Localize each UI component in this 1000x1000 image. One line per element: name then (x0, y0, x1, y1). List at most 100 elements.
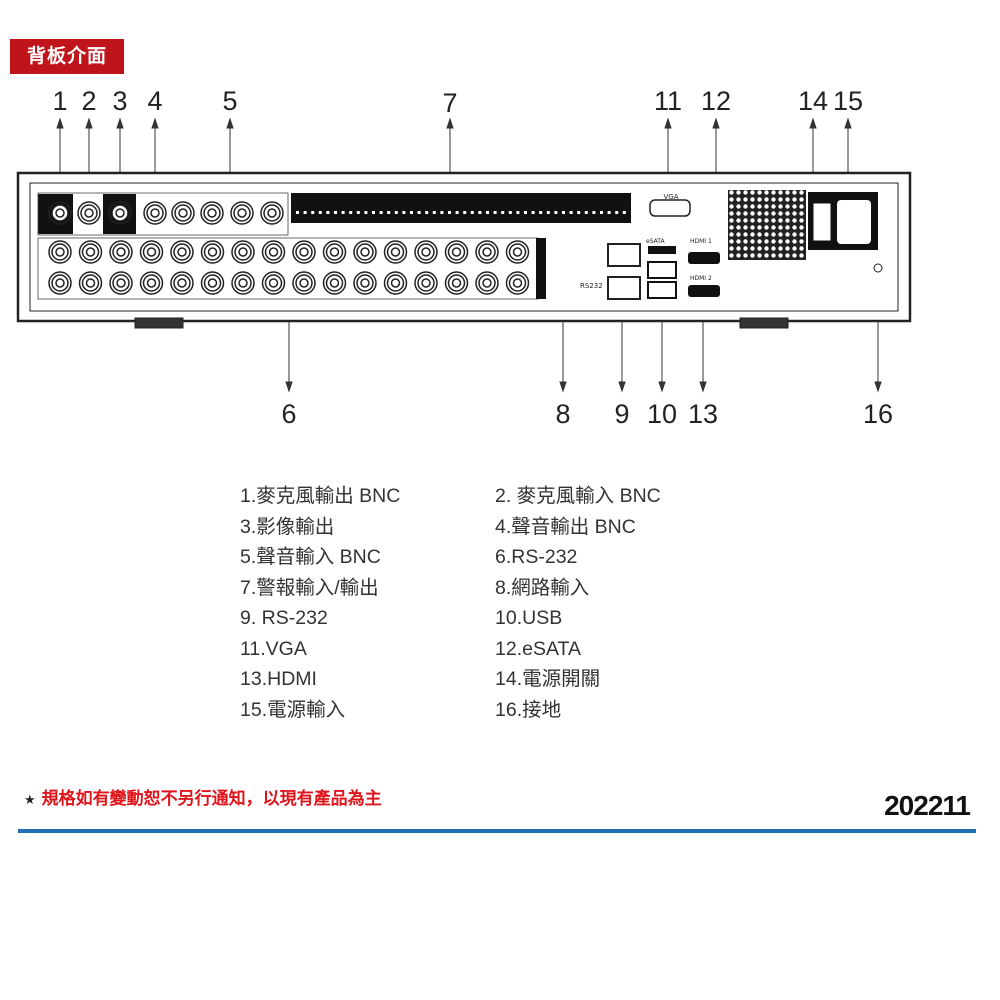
legend-item: 6.RS-232 (495, 546, 578, 568)
power-inlet (837, 200, 871, 244)
terminal-pin (432, 211, 436, 214)
bnc-connector (292, 240, 316, 264)
terminal-pin (508, 211, 512, 214)
bnc-connector (292, 271, 316, 295)
callout-7: 7 (442, 88, 457, 118)
rs232-label: RS232 (580, 282, 603, 290)
terminal-pin (318, 211, 322, 214)
terminal-pin (592, 211, 596, 214)
legend-item: 7.警報輸入/輸出 (240, 576, 379, 599)
arrow-icon (699, 381, 707, 393)
esata-label: eSATA (646, 238, 665, 245)
bnc-connector (109, 271, 133, 295)
terminal-pin (402, 211, 406, 214)
bnc-connector (48, 240, 72, 264)
terminal-pin (584, 211, 588, 214)
vga-label: VGA (663, 193, 678, 201)
hdmi2-label: HDMI 2 (690, 275, 712, 282)
terminal-pin (470, 211, 474, 214)
terminal-pin (501, 211, 505, 214)
legend-item: 1.麥克風輸出 BNC (240, 485, 401, 507)
bnc-connector (414, 240, 438, 264)
arrow-icon (85, 117, 93, 129)
callout-8: 8 (555, 399, 570, 429)
bnc-connector (77, 201, 101, 225)
divider (18, 829, 976, 833)
fan-grille (728, 190, 806, 260)
callout-6: 6 (281, 399, 296, 429)
arrow-icon (658, 381, 666, 393)
terminal-pin (410, 211, 413, 214)
legend-item: 2. 麥克風輸入 BNC (495, 485, 661, 507)
arrow-icon (446, 117, 454, 129)
vga-port (649, 199, 691, 217)
terminal-pin (349, 211, 353, 214)
bnc-connector (171, 201, 195, 225)
bnc-connector (505, 271, 530, 295)
usb-port-1 (647, 261, 677, 279)
power-switch (812, 202, 832, 242)
legend-item: 13.HDMI (240, 668, 317, 690)
terminal-pin (546, 211, 550, 214)
disclaimer-text: 規格如有變動恕不另行通知，以現有產品為主 (41, 789, 382, 809)
legend-item: 15.電源輸入 (240, 698, 346, 721)
terminal-pin (341, 211, 345, 214)
esata-port (648, 246, 676, 254)
terminal-pin (463, 211, 467, 214)
callout-2: 2 (81, 86, 96, 116)
callout-13: 13 (688, 399, 718, 429)
legend-item: 4.聲音輸出 BNC (495, 515, 636, 538)
legend-item: 14.電源開關 (495, 668, 601, 690)
arrow-icon (285, 381, 293, 393)
terminal-pin (622, 211, 626, 214)
bnc-connector (505, 240, 530, 264)
hdmi1-label: HDMI 1 (690, 238, 712, 245)
rs232-port (607, 276, 641, 300)
terminal-pin (311, 211, 315, 214)
callout-11: 11 (654, 86, 682, 116)
arrow-icon (809, 117, 817, 129)
callout-14: 14 (798, 86, 828, 116)
bnc-connector (322, 240, 347, 264)
callout-15: 15 (833, 86, 863, 116)
terminal-pin (493, 211, 497, 214)
callout-12: 12 (701, 86, 731, 116)
terminal-pin (448, 211, 451, 214)
terminal-pin (554, 211, 558, 214)
callout-10: 10 (647, 399, 677, 429)
arrow-icon (844, 117, 852, 129)
terminal-pin (562, 211, 565, 214)
rear-panel-diagram: 1 2 3 4 5 7 11 12 14 15 6 8 9 10 13 16 V… (16, 86, 912, 429)
bnc-connector (260, 201, 284, 225)
bnc-connector (444, 271, 469, 295)
terminal-pin (516, 211, 520, 214)
bnc-connector (78, 271, 103, 295)
bnc-connector (109, 240, 133, 264)
arrow-icon (874, 381, 882, 393)
bnc-connector (383, 271, 408, 295)
bnc-connector (139, 240, 164, 264)
hdmi-port-2 (688, 285, 720, 297)
arrow-icon (116, 117, 124, 129)
terminal-pin (478, 211, 482, 214)
bnc-connector (230, 201, 254, 225)
bnc-connector (231, 271, 255, 295)
legend-item: 9. RS-232 (240, 607, 328, 629)
terminal-pin (296, 211, 299, 214)
network-port (607, 243, 641, 267)
terminal-pin (372, 211, 375, 214)
terminal-pin (394, 211, 398, 214)
bnc-connector (170, 240, 194, 264)
terminal-pin (303, 211, 307, 214)
terminal-pin (455, 211, 459, 214)
callout-3: 3 (112, 86, 127, 116)
arrow-icon (712, 117, 720, 129)
terminal-pin (356, 211, 360, 214)
terminal-pin (531, 211, 535, 214)
section-title: 背板介面 (10, 39, 124, 74)
terminal-pin (334, 211, 337, 214)
bnc-connector (475, 240, 499, 264)
legend-item: 12.eSATA (495, 637, 581, 660)
bnc-connector (261, 240, 286, 264)
bnc-connector (444, 240, 469, 264)
